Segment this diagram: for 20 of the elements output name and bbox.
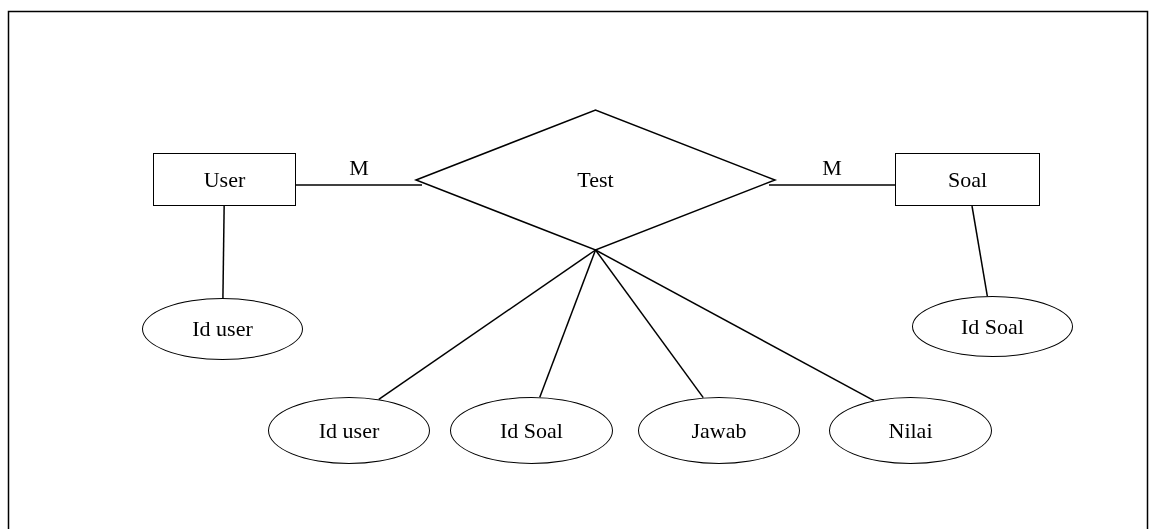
- node-label: Id user: [192, 316, 253, 342]
- entity-box: [895, 153, 1040, 206]
- node-label: Id Soal: [500, 417, 563, 444]
- connector-line: [594, 249, 704, 399]
- entity-box: [153, 153, 296, 206]
- relationship-diamond: [416, 110, 775, 250]
- connector-line: [222, 205, 225, 299]
- connector-line: [295, 184, 423, 186]
- connector-line: [971, 205, 989, 297]
- connector-line: [539, 249, 597, 398]
- node-label: User: [203, 166, 246, 193]
- connector-line: [594, 249, 875, 402]
- node-label: Id Soal: [961, 313, 1024, 340]
- node-label: Nilai: [888, 417, 933, 444]
- connector-line: [768, 184, 896, 186]
- connector-line: [378, 249, 597, 401]
- node-label: Test: [577, 167, 614, 193]
- node-label: Id user: [318, 417, 380, 444]
- node-label: Jawab: [691, 417, 747, 444]
- node-label: Soal: [947, 166, 988, 193]
